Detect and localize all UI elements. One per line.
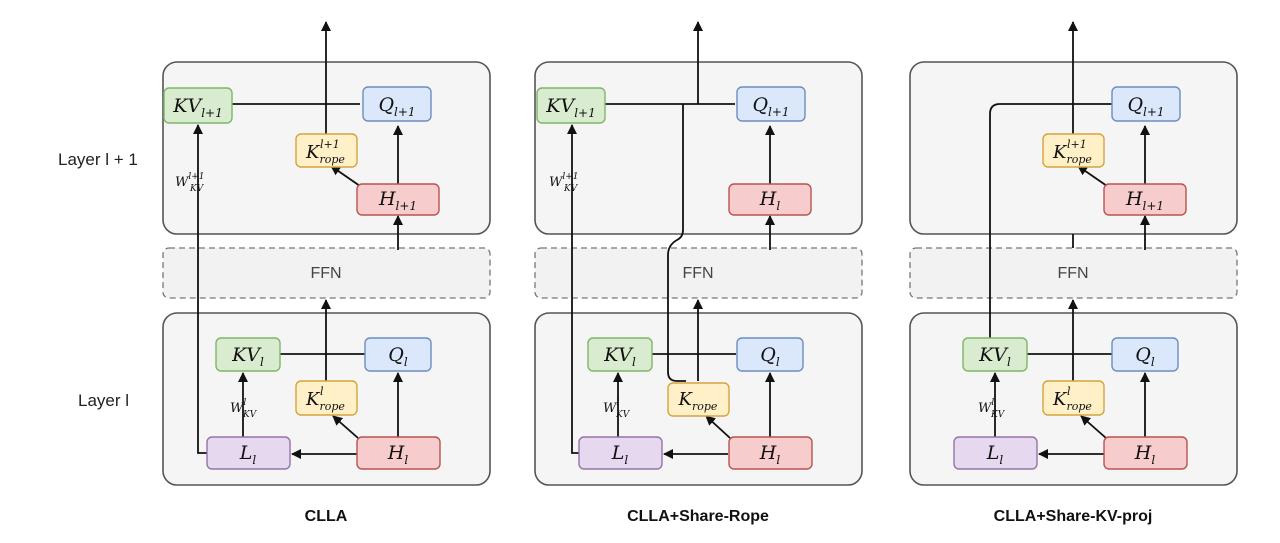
row-label-lower: Layer l — [78, 391, 129, 410]
caption-share-kv-proj: CLLA+Share-KV-proj — [994, 508, 1153, 525]
latent-label: Ll — [239, 442, 257, 467]
h-lower-label: Hl — [387, 442, 409, 467]
q-lower-box — [364, 337, 432, 372]
h-to-rope-upper — [1077, 165, 1108, 187]
ffn-label: FFN — [682, 265, 713, 282]
krope-lower-box — [1042, 380, 1105, 416]
latent-label: Ll — [611, 442, 629, 467]
h-lower-box — [1103, 436, 1188, 470]
h-lower-label: Hl — [759, 442, 781, 467]
kv-lower-box — [215, 337, 281, 372]
q-upper-box — [1111, 86, 1181, 122]
shared-rope-route — [667, 104, 686, 382]
h-upper-box — [356, 183, 440, 216]
krope-lower-label: Kropel — [1052, 385, 1092, 413]
h-lower-label: Hl — [1134, 442, 1156, 467]
latent-to-kv-upper — [567, 124, 580, 454]
h-lower-box — [728, 436, 813, 470]
krope-lower-label: Kropel — [305, 385, 345, 413]
kv-lower-label: KVl — [231, 344, 264, 369]
krope-shared-label: Krope — [678, 389, 718, 413]
krope-upper-box — [1042, 133, 1105, 168]
q-upper-box — [736, 86, 806, 122]
kv-shared-route — [989, 103, 1112, 338]
kv-upper-box — [536, 87, 606, 124]
latent-to-kv-upper — [193, 124, 208, 454]
ffn-box — [162, 247, 491, 299]
h-to-rope-upper — [330, 165, 361, 187]
q-lower-label: Ql — [760, 344, 780, 369]
h-to-rope-lower — [1080, 415, 1107, 439]
h-to-rope-lower — [705, 415, 731, 439]
kv-lower-label: KVl — [603, 344, 636, 369]
q-upper-label: Ql+1 — [1127, 94, 1164, 119]
ffn-box — [534, 247, 863, 299]
krope-upper-label: Kropel+1 — [305, 138, 345, 166]
ffn-label: FFN — [1057, 265, 1088, 282]
latent-box — [953, 436, 1038, 470]
caption-clla: CLLA — [305, 508, 348, 525]
kv-lower-label: KVl — [978, 344, 1011, 369]
q-lower-label: Ql — [1135, 344, 1155, 369]
caption-share-rope: CLLA+Share-Rope — [627, 508, 769, 525]
latent-label: Ll — [986, 442, 1004, 467]
panel-share-kv-proj: FFN Ql+1 Kropel+1 Hl+1 KVl Ql Kropel Ll … — [909, 21, 1238, 525]
h-upper-box — [728, 183, 812, 216]
q-upper-box — [362, 86, 432, 122]
ffn-label: FFN — [310, 265, 341, 282]
krope-shared-box — [667, 382, 730, 417]
h-to-rope-lower — [332, 415, 359, 439]
h-mid-label: Hl — [759, 188, 781, 213]
h-upper-box — [1103, 183, 1187, 216]
h-lower-box — [356, 436, 441, 470]
latent-box — [578, 436, 663, 470]
q-lower-label: Ql — [388, 344, 408, 369]
q-lower-box — [1111, 337, 1179, 372]
row-label-upper: Layer l + 1 — [58, 150, 138, 169]
krope-upper-box — [295, 133, 358, 168]
kv-upper-label: KVl+1 — [172, 95, 222, 120]
kv-lower-box — [962, 337, 1028, 372]
latent-box — [206, 436, 291, 470]
kv-upper-box — [163, 87, 233, 124]
krope-lower-box — [295, 380, 358, 416]
kv-lower-box — [587, 337, 653, 372]
q-lower-box — [736, 337, 804, 372]
q-upper-label: Ql+1 — [752, 94, 789, 119]
ffn-box — [909, 247, 1238, 299]
krope-upper-label: Kropel+1 — [1052, 138, 1092, 166]
kv-upper-label: KVl+1 — [545, 95, 595, 120]
q-upper-label: Ql+1 — [378, 94, 415, 119]
h-upper-label: Hl+1 — [378, 188, 417, 213]
h-upper-label: Hl+1 — [1125, 188, 1164, 213]
